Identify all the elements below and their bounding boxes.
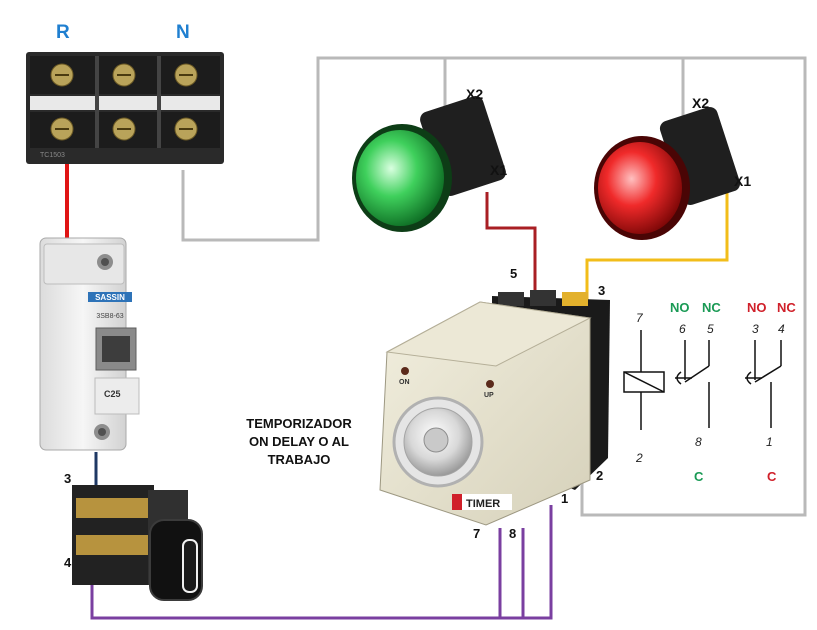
timer-pin-3: 3 xyxy=(598,283,605,298)
wires xyxy=(65,56,807,620)
terminal-model-text: TC1503 xyxy=(40,152,65,159)
switch-terminal-3: 3 xyxy=(64,471,71,486)
contact-pin-4: 4 xyxy=(778,322,785,336)
contact-pin-8: 8 xyxy=(695,435,702,449)
contact-pin-3: 3 xyxy=(752,322,759,336)
contact-pin-6: 6 xyxy=(679,322,686,336)
timer-pin-7: 7 xyxy=(473,526,480,541)
nc-label-b: NC xyxy=(777,300,796,315)
timer-name-plate: TIMER xyxy=(466,498,500,510)
nc-label-a: NC xyxy=(702,300,721,315)
terminal-block: TC1503 xyxy=(26,52,224,164)
common-label-a: C xyxy=(694,469,704,484)
circuit-breaker: SASSIN 3SB8-63 C25 xyxy=(39,237,140,451)
timer-caption-line2: ON DELAY O AL xyxy=(249,434,349,449)
contact-pin-1: 1 xyxy=(766,435,773,449)
red-lamp-x2: X2 xyxy=(692,95,709,111)
red-lamp-x1: X1 xyxy=(734,173,751,189)
breaker-brand: SASSIN xyxy=(95,293,125,302)
breaker-model: 3SB8-63 xyxy=(96,313,123,320)
timer-pin-5: 5 xyxy=(510,266,517,281)
phase-label: R xyxy=(56,22,70,43)
no-label-a: NO xyxy=(670,300,690,315)
wire-red-x1-to-pin3 xyxy=(585,190,729,300)
neutral-label: N xyxy=(176,22,190,43)
contact-pin-5: 5 xyxy=(707,322,714,336)
wire-green-x1-to-pin5 xyxy=(485,192,537,298)
common-label-b: C xyxy=(767,469,777,484)
green-pilot-lamp xyxy=(352,96,506,232)
green-lamp-x2: X2 xyxy=(466,86,483,102)
switch-terminal-4: 4 xyxy=(64,555,72,570)
breaker-rating: C25 xyxy=(104,389,121,399)
wire-neutral-gray xyxy=(181,56,807,517)
no-label-b: NO xyxy=(747,300,767,315)
contact-schematic xyxy=(623,330,782,430)
coil-pin-2: 2 xyxy=(635,451,643,465)
timer-pin-8: 8 xyxy=(509,526,516,541)
timer-relay: TIMER xyxy=(379,290,610,526)
red-pilot-lamp xyxy=(594,106,741,240)
timer-pin-1: 1 xyxy=(561,491,568,506)
timer-led-up: UP xyxy=(484,392,494,399)
screw-icon xyxy=(50,63,198,141)
timer-led-on: ON xyxy=(399,379,410,386)
timer-pin-2: 2 xyxy=(596,468,603,483)
coil-pin-7: 7 xyxy=(636,311,644,325)
timer-caption-line1: TEMPORIZADOR xyxy=(246,416,352,431)
green-lamp-x1: X1 xyxy=(490,162,507,178)
timer-caption-line3: TRABAJO xyxy=(268,452,331,467)
selector-switch xyxy=(72,485,203,601)
